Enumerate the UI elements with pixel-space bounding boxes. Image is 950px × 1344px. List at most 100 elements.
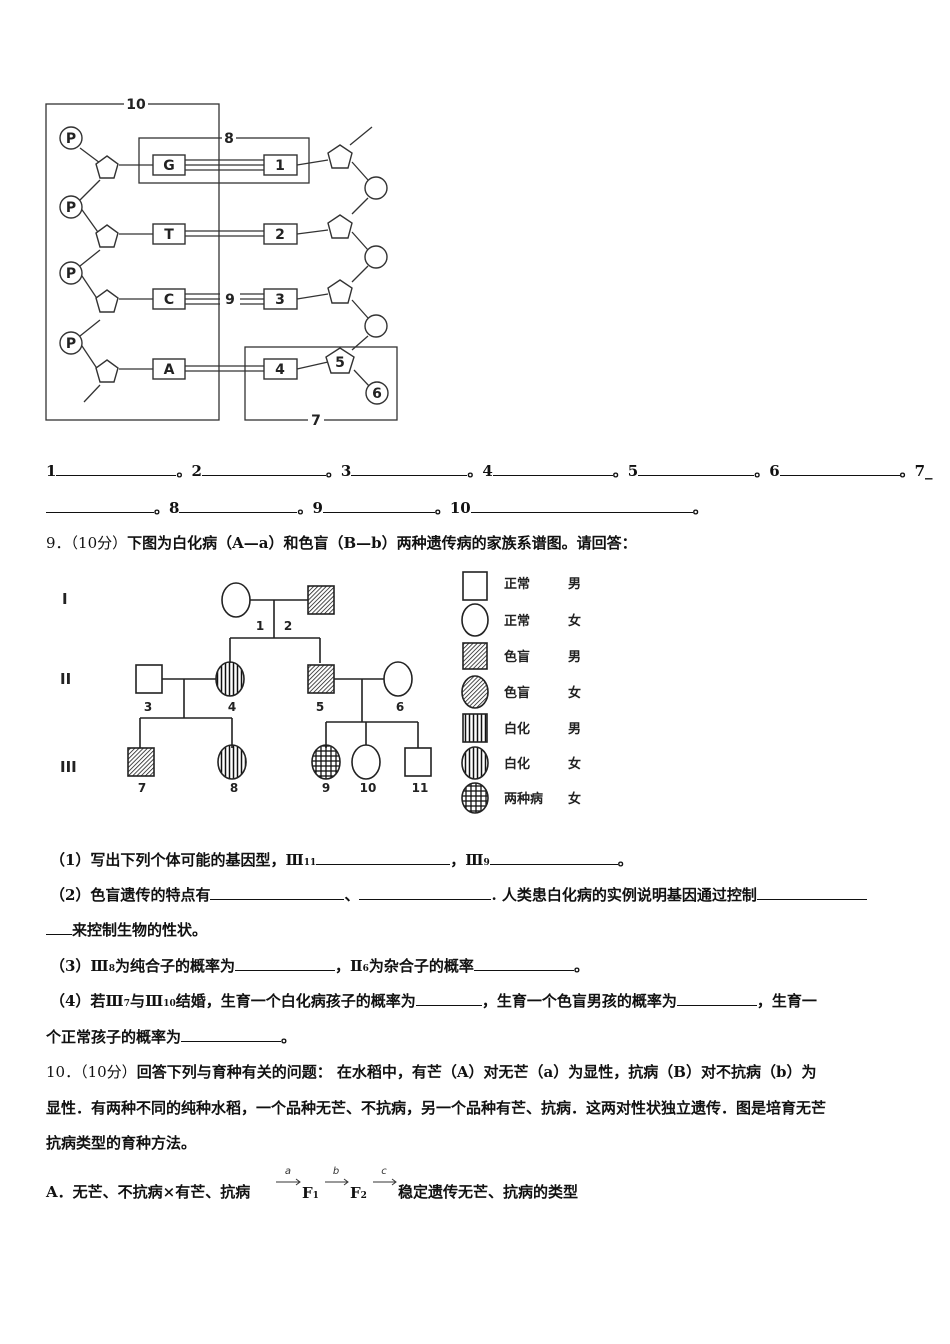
q9-part-4-cont: 个正常孩子的概率为 。 [46,1026,296,1047]
legend-text: 色盲 [504,685,530,701]
base-label: 4 [275,362,285,378]
answer-blank-8[interactable] [179,498,298,513]
q9-part-2-cont: 来控制生物的性状。 [46,919,207,940]
individual-I-1 [221,582,251,618]
base-label: 3 [275,292,285,308]
q9-p1-text: ，Ⅲ [450,851,484,869]
answer-blank-4[interactable] [492,461,613,476]
generation-label: III [60,758,77,776]
answer-blank-9[interactable] [322,498,435,513]
id-label: 1 [256,619,264,633]
phosphate-circle [59,331,83,355]
q9-part-4: （4）若Ⅲ7与Ⅲ10结婚，生育一个白化病孩子的概率为，生育一个色盲男孩的概率为，… [50,990,817,1011]
q9-p2-text: （2）色盲遗传的特点有 [50,886,211,904]
answer-blank-7[interactable] [46,498,154,513]
answer-blank-5[interactable] [638,461,755,476]
base-label: G [163,158,175,174]
individual-II-3 [135,664,163,694]
answer-blank-normal-child[interactable] [181,1027,282,1042]
sugar-5-pentagon [325,347,355,374]
q9-p2-text: 、 [344,886,360,904]
individual-II-5 [307,664,335,694]
question-10-text: 回答下列与育种有关的问题： 在水稻中，有芒（A）对无芒（a）为显性，抗病（B）对… [136,1063,817,1081]
answer-blank-gene[interactable] [756,885,867,900]
base-label: 1 [275,158,285,174]
legend-text: 正常 [504,576,530,592]
breeding-cross: A．无芒、不抗病×有芒、抗病 [46,1183,251,1201]
answer-blank-10[interactable] [470,498,693,513]
answer-blank-6[interactable] [779,461,900,476]
sugar-pentagon [95,359,119,383]
base-box [152,223,186,245]
q9-p3-text: 为杂合子的概率 [368,957,474,975]
legend-albino-male-symbol [462,713,488,743]
base-box [263,288,298,310]
phosphate-6-circle [365,381,389,405]
answer-blank-III11[interactable] [316,850,451,865]
blank-label-3: 。3 [325,462,352,480]
legend-text: 男 [568,577,581,592]
individual-III-11 [404,747,432,777]
sugar-5-label: 5 [335,355,345,371]
dna-blanks-line-2: 。8。9。10。 [46,497,708,518]
question-9-text: 下图为白化病（A—a）和色盲（B—b）两种遗传病的家族系谱图。请回答： [127,534,637,552]
id-label: 11 [412,781,429,795]
blank-label-5: 。5 [612,462,639,480]
sugar-pentagon [327,144,353,169]
answer-blank-cb-1[interactable] [210,885,345,900]
phosphate-label: P [66,266,76,282]
legend-text: 女 [568,756,581,772]
id-label: 2 [284,619,292,633]
answer-blank-3[interactable] [351,461,468,476]
q9-p3-text: （3）Ⅲ [50,957,109,975]
phosphate-label: P [66,200,76,216]
q9-p4-text: ，生育一 [756,992,817,1010]
question-10-line-2: 显性．有两种不同的纯种水稻，一个品种无芒、不抗病，另一个品种有芒、抗病．这两对性… [46,1099,827,1117]
q9-p1-sub: 9 [483,858,490,868]
q9-p3-text: ，Ⅱ [335,957,363,975]
q9-part-3: （3）Ⅲ8为纯合子的概率为，Ⅱ6为杂合子的概率。 [50,955,589,976]
base-box [152,288,186,310]
answer-blank-gene-cont[interactable] [46,920,72,935]
generation-label: II [60,670,71,688]
q9-p4-text: 与Ⅲ [129,992,164,1010]
answer-blank-1[interactable] [56,461,177,476]
question-10-line-1: 10．（10分）回答下列与育种有关的问题： 在水稻中，有芒（A）对无芒（a）为显… [46,1061,816,1082]
breeding-scheme: A．无芒、不抗病×有芒、抗病 [46,1181,250,1202]
sugar-pentagon [327,214,353,239]
label-8: 8 [224,131,234,147]
blank-label-10: 。10 [434,499,471,517]
phosphate-circle [59,261,83,285]
legend-text: 女 [568,685,581,701]
base-label: A [164,362,175,378]
base-box [152,358,186,380]
q9-p4-text: 。 [281,1028,297,1046]
answer-blank-III8[interactable] [235,956,335,971]
pedigree-chart: I II III [60,571,581,814]
base-label: T [164,227,174,243]
legend-both-female-symbol [461,782,489,814]
phosphate-circle [364,314,388,338]
sugar-pentagon [95,224,119,248]
f2-label: F [350,1184,361,1202]
individual-III-8 [217,744,247,780]
individual-III-7 [127,747,155,777]
phosphate-label: P [66,336,76,352]
legend-text: 色盲 [504,649,530,665]
answer-blank-albino-child[interactable] [415,991,482,1006]
answer-blank-cb-boy[interactable] [676,991,757,1006]
answer-blank-III9[interactable] [489,850,618,865]
answer-blank-II6[interactable] [473,956,574,971]
id-label: 7 [138,781,146,795]
q9-p4-text: 个正常孩子的概率为 [46,1028,182,1046]
answer-blank-2[interactable] [201,461,326,476]
base-label: 2 [275,227,285,243]
answer-blank-cb-2[interactable] [359,885,492,900]
base-box [263,223,298,245]
q9-p3-sub: 6 [362,964,369,974]
q9-p3-text: 为纯合子的概率为 [114,957,235,975]
blank-label-6: 。6 [754,462,780,480]
generation-F2: F2 [350,1184,367,1202]
sugar-pentagon [95,155,119,179]
legend-colorblind-female-symbol [461,675,489,709]
